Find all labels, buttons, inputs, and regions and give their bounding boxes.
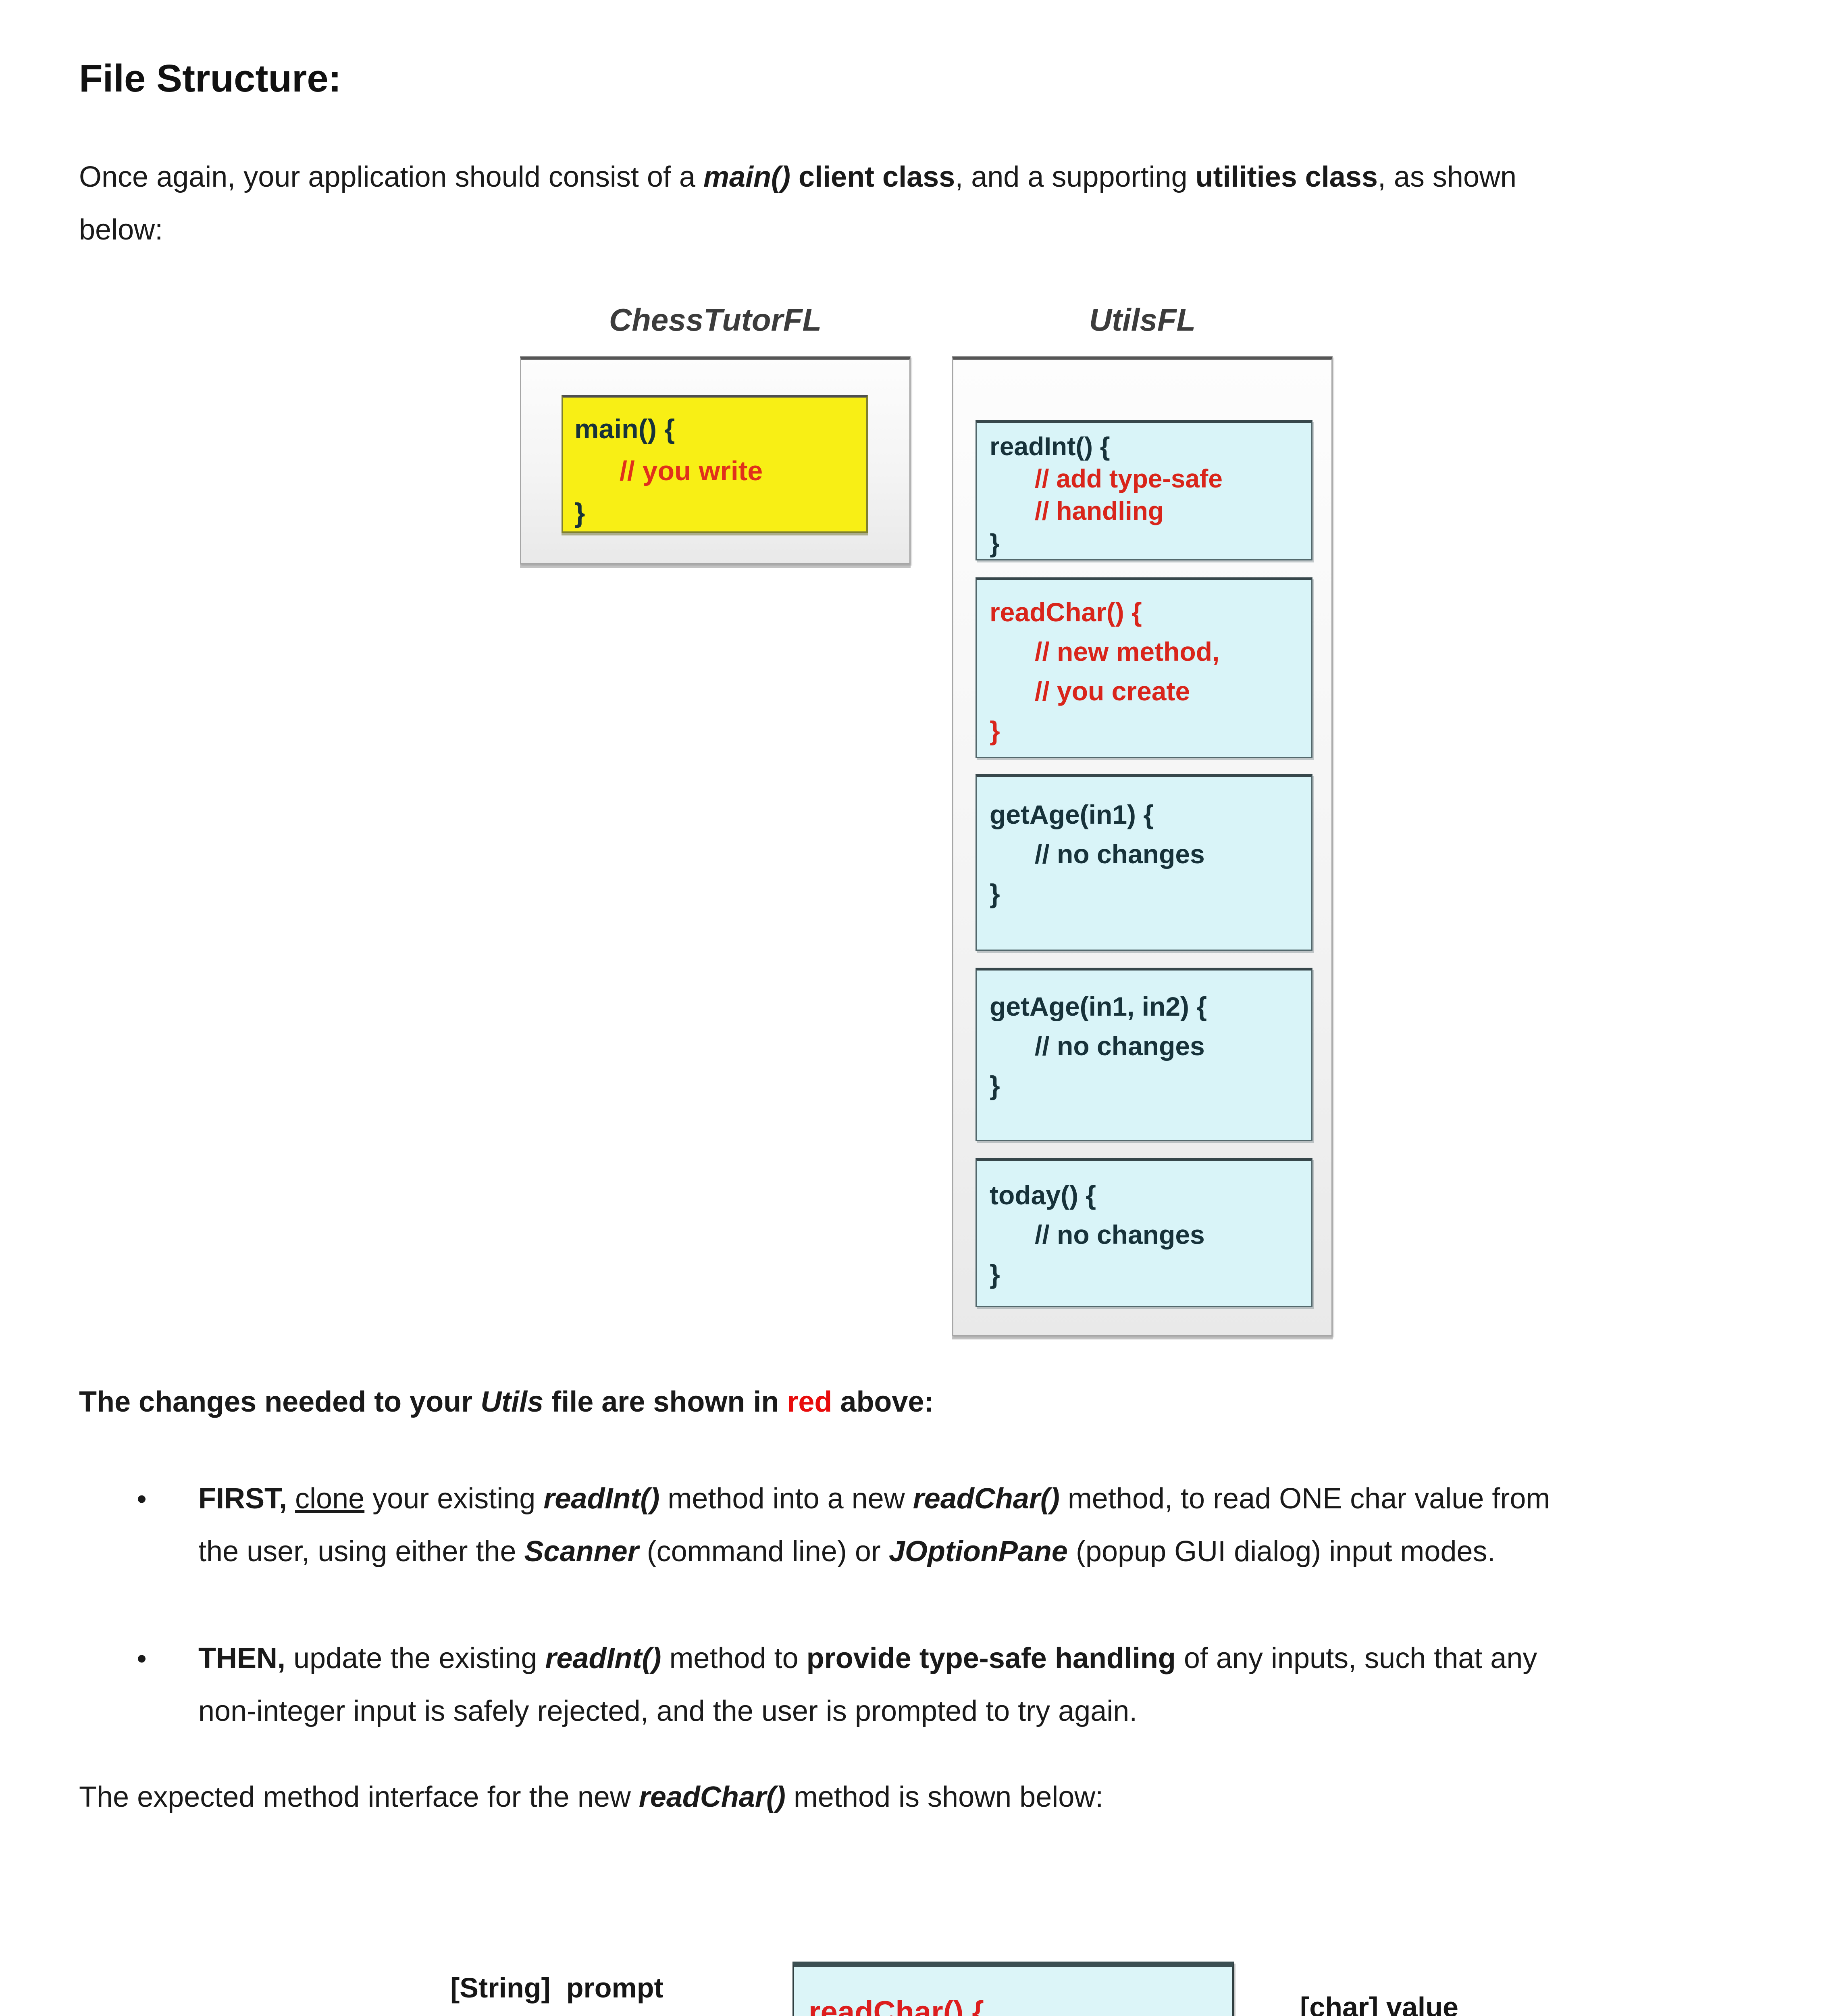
code-comment: // you create [1035,676,1190,706]
code-line: } [990,716,1000,746]
bullet-marker: • [137,1484,147,1514]
string-prompt-label: [String] prompt [450,1972,664,2004]
char-value-label: [char] value [1300,1991,1458,2016]
code-comment: // handling [1035,496,1164,525]
section-heading: File Structure: [79,57,341,100]
bullet-item-first: FIRST, clone your existing readInt() met… [198,1472,1550,1578]
bullet-line: non-integer input is safely rejected, an… [198,1695,1138,1727]
bullet-line: the user, using either the Scanner (comm… [198,1535,1495,1568]
code-line: getAge(in1, in2) { [990,991,1207,1021]
code-line: today() { [990,1180,1096,1210]
changes-note: The changes needed to your Utils file ar… [79,1386,934,1418]
code-line: } [990,879,1000,908]
bullet-marker: • [137,1643,147,1673]
readchar-interface-box: readChar() { // new method, // you creat… [792,1962,1234,2016]
right-class-title: UtilsFL [1089,302,1196,337]
main-method-box: main() { // you write } [562,395,868,533]
intro-paragraph: Once again, your application should cons… [79,151,1516,256]
getage1-method-box: getAge(in1) { // no changes } [975,774,1312,951]
readchar-method-box: readChar() { // new method, // you creat… [975,577,1312,758]
code-comment: // no changes [1035,1031,1205,1061]
code-comment: // no changes [1035,839,1205,869]
today-method-box: today() { // no changes } [975,1158,1312,1307]
code-line: getAge(in1) { [990,800,1154,829]
intro-line-1: Once again, your application should cons… [79,161,1517,193]
code-comment: // you write [620,456,763,486]
code-line: readChar() { [990,597,1142,627]
code-line: } [990,529,1000,558]
bullet-line: FIRST, clone your existing readInt() met… [198,1483,1550,1515]
code-line: } [574,498,585,528]
code-line: readChar() { [809,1995,984,2016]
left-class-title: ChessTutorFL [609,302,822,337]
getage2-method-box: getAge(in1, in2) { // no changes } [975,968,1312,1141]
intro-line-2: below: [79,214,163,246]
bullet-item-then: THEN, update the existing readInt() meth… [198,1632,1537,1738]
readint-method-box: readInt() { // add type-safe // handling… [975,420,1312,560]
code-comment: // no changes [1035,1220,1205,1250]
bullet-line: THEN, update the existing readInt() meth… [198,1642,1537,1674]
code-line: readInt() { [990,432,1110,461]
code-line: main() { [574,414,675,444]
code-line: } [990,1070,1000,1100]
expected-note: The expected method interface for the ne… [79,1781,1104,1813]
code-comment: // new method, [1035,637,1220,666]
code-line: } [990,1259,1000,1289]
code-comment: // add type-safe [1035,464,1223,493]
